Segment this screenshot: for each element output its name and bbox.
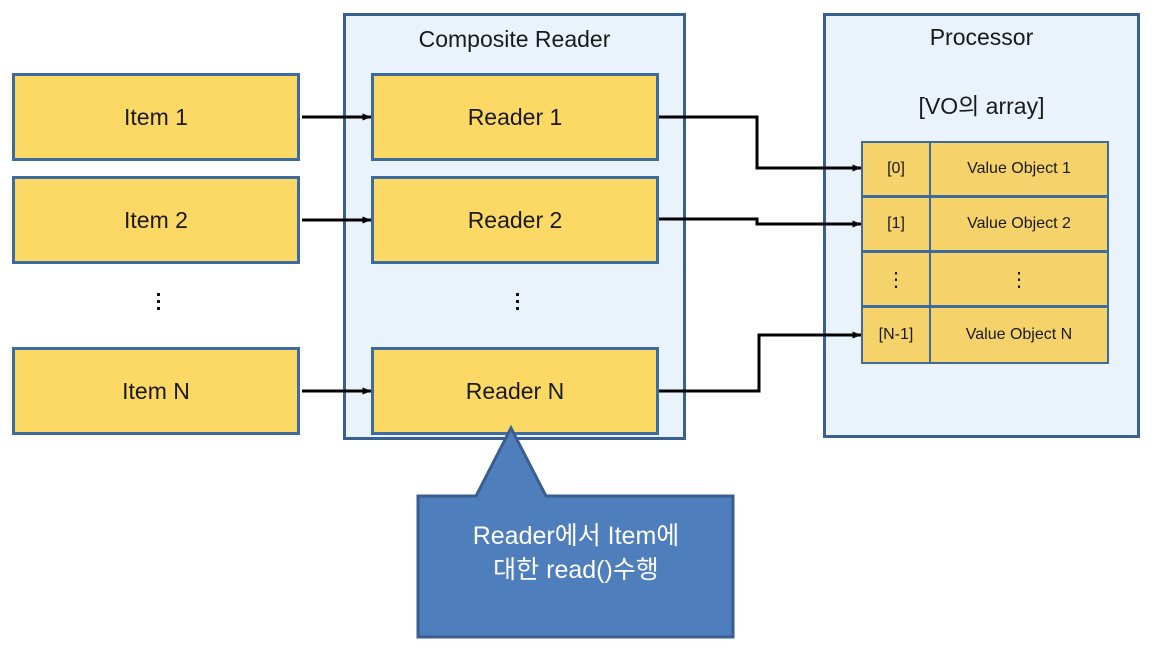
reader-box-1[interactable]: Reader 1 xyxy=(371,73,659,161)
array-index-label-n: [N-1] xyxy=(878,326,914,343)
processor-title-label: Processor xyxy=(929,24,1034,50)
reader-box-2-label: Reader 2 xyxy=(467,206,563,233)
item-box-n-label: Item N xyxy=(122,377,190,404)
array-value-ellipsis-icon: ⋮ xyxy=(1009,268,1029,291)
array-index-label-0: [0] xyxy=(887,160,905,177)
array-value-label-0: Value Object 1 xyxy=(967,160,1071,177)
processor-subtitle-label: [VO의 array] xyxy=(918,93,1045,119)
composite-reader-title: Composite Reader xyxy=(343,26,686,52)
array-index-cell-0[interactable]: [0] xyxy=(861,141,931,197)
readers-ellipsis-icon xyxy=(509,287,525,315)
reader-box-n[interactable]: Reader N xyxy=(371,347,659,435)
array-index-ellipsis-icon: ⋮ xyxy=(886,268,906,291)
array-value-cell-1[interactable]: Value Object 2 xyxy=(929,196,1109,252)
reader-box-1-label: Reader 1 xyxy=(467,103,563,130)
item-box-1[interactable]: Item 1 xyxy=(12,73,300,161)
array-value-label-1: Value Object 2 xyxy=(967,215,1071,232)
array-index-cell-ellipsis: ⋮ xyxy=(861,251,931,307)
item-box-1-label: Item 1 xyxy=(124,103,188,130)
composite-reader-title-label: Composite Reader xyxy=(418,26,611,52)
array-value-cell-ellipsis: ⋮ xyxy=(929,251,1109,307)
items-ellipsis-icon xyxy=(150,287,166,315)
array-index-cell-1[interactable]: [1] xyxy=(861,196,931,252)
processor-subtitle: [VO의 array] xyxy=(823,93,1140,119)
item-box-2[interactable]: Item 2 xyxy=(12,176,300,264)
array-index-cell-n[interactable]: [N-1] xyxy=(861,306,931,364)
array-index-label-1: [1] xyxy=(887,215,905,232)
array-value-cell-n[interactable]: Value Object N xyxy=(929,306,1109,364)
reader-box-2[interactable]: Reader 2 xyxy=(371,176,659,264)
array-value-cell-0[interactable]: Value Object 1 xyxy=(929,141,1109,197)
processor-title: Processor xyxy=(823,24,1140,50)
item-box-n[interactable]: Item N xyxy=(12,347,300,435)
array-value-label-n: Value Object N xyxy=(965,326,1073,343)
reader-box-n-label: Reader N xyxy=(465,377,565,404)
callout-label: Reader에서 Item에 대한 read()수행 xyxy=(472,522,680,584)
item-box-2-label: Item 2 xyxy=(124,206,188,233)
